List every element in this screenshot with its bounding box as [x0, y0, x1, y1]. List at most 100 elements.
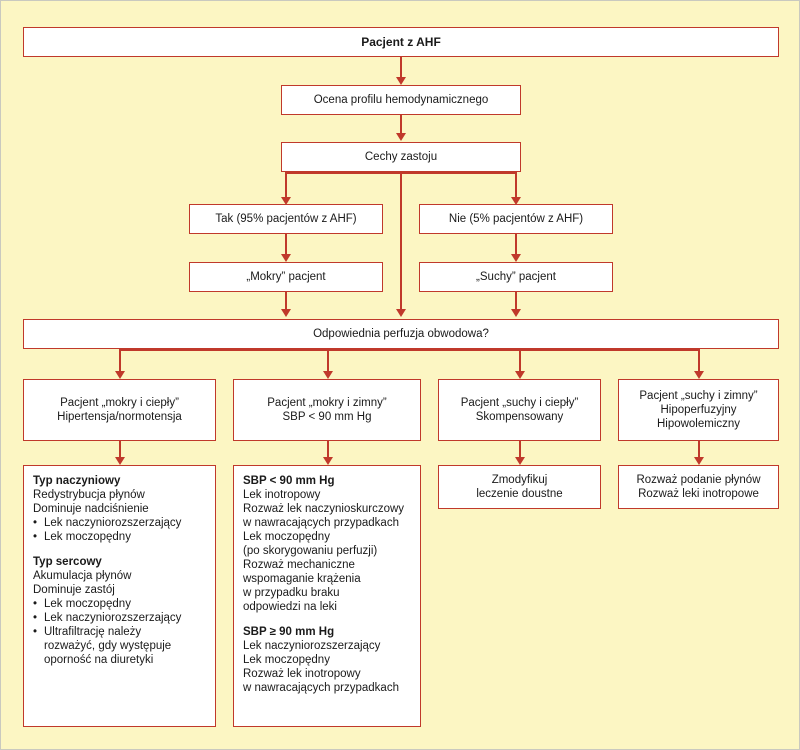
- treatment-sbp-high-line-4: w nawracających przypadkach: [243, 682, 399, 694]
- arrowhead-congestion-to-no: [511, 197, 521, 205]
- treatment-sbp-low-line-5: (po skorygowaniu perfuzji): [243, 545, 378, 557]
- node-treatment-wet-cold: SBP < 90 mm Hg Lek inotropowy Rozważ lek…: [233, 465, 421, 727]
- treatment-cardiac-bullet-2: Lek naczyniorozszerzający: [33, 611, 181, 625]
- treatment-vascular-heading: Typ naczyniowy: [33, 475, 121, 487]
- node-profile-wet-cold-line2: SBP < 90 mm Hg: [282, 411, 372, 423]
- node-profile-wet-cold-line1: Pacjent „mokry i zimny”: [267, 397, 387, 409]
- connector-congestion-to-no: [515, 172, 517, 199]
- connector-perfusion-to-profile-2: [327, 349, 329, 373]
- node-dry-patient: „Suchy” pacjent: [419, 262, 613, 292]
- treatment-sbp-high-line-3: Rozważ lek inotropowy: [243, 668, 361, 680]
- node-congestion-yes-label: Tak (95% pacjentów z AHF): [215, 213, 357, 225]
- treatment-vascular-line-1: Redystrybucja płynów: [33, 489, 145, 501]
- arrowhead-congestion-to-yes: [281, 197, 291, 205]
- treatment-cardiac-bullet-3-cont-2: oporność na diuretyki: [44, 654, 154, 666]
- connector-perfusion-bus: [119, 349, 699, 351]
- node-congestion-signs-label: Cechy zastoju: [364, 151, 438, 163]
- node-congestion-no-label: Nie (5% pacjentów z AHF): [448, 213, 584, 225]
- connector-profile-1-to-treatment: [119, 441, 121, 461]
- node-adequate-perfusion-label: Odpowiednia perfuzja obwodowa?: [313, 328, 489, 340]
- arrowhead-dry-to-perfusion: [511, 309, 521, 317]
- treatment-sbp-low-line-8: w przypadku braku: [243, 587, 340, 599]
- connector-wet-to-perfusion: [285, 292, 287, 313]
- connector-perfusion-to-profile-3: [519, 349, 521, 373]
- connector-congestion-to-perfusion: [400, 172, 402, 313]
- treatment-cardiac-line-1: Akumulacja płynów: [33, 570, 132, 582]
- node-profile-dry-cold-line3: Hipowolemiczny: [656, 418, 741, 430]
- connector-assessment-to-congestion: [400, 115, 402, 135]
- treatment-cardiac-bullet-3-cont-1: rozważyć, gdy występuje: [44, 640, 172, 652]
- node-treatment-dry-cold: Rozważ podanie płynów Rozważ leki inotro…: [618, 465, 779, 509]
- arrowhead-perfusion-to-profile-4: [694, 371, 704, 379]
- treatment-sbp-high-heading: SBP ≥ 90 mm Hg: [243, 626, 335, 638]
- node-congestion-yes: Tak (95% pacjentów z AHF): [189, 204, 383, 234]
- node-profile-wet-warm: Pacjent „mokry i ciepły” Hipertensja/nor…: [23, 379, 216, 441]
- node-patient-ahf: Pacjent z AHF: [23, 27, 779, 57]
- treatment-sbp-high-line-1: Lek naczyniorozszerzający: [243, 640, 381, 652]
- node-wet-patient: „Mokry” pacjent: [189, 262, 383, 292]
- connector-dry-to-perfusion: [515, 292, 517, 313]
- node-profile-wet-warm-line2: Hipertensja/normotensja: [57, 411, 182, 423]
- connector-congestion-to-yes: [285, 172, 287, 199]
- arrowhead-perfusion-to-profile-3: [515, 371, 525, 379]
- treatment-sbp-low-line-9: odpowiedzi na leki: [243, 601, 337, 613]
- treatment-vascular-bullet-2: Lek moczopędny: [33, 530, 131, 544]
- connector-patient-to-assessment: [400, 57, 402, 79]
- arrowhead-perfusion-to-profile-1: [115, 371, 125, 379]
- treatment-dry-warm-line-1: Zmodyfikuj: [491, 474, 548, 486]
- node-congestion-signs: Cechy zastoju: [281, 142, 521, 172]
- treatment-sbp-low-line-4: Lek moczopędny: [243, 531, 330, 543]
- arrowhead-patient-to-assessment: [396, 77, 406, 85]
- treatment-vascular-line-2: Dominuje nadciśnienie: [33, 503, 149, 515]
- node-profile-wet-cold: Pacjent „mokry i zimny” SBP < 90 mm Hg: [233, 379, 421, 441]
- treatment-dry-cold-line-2: Rozważ leki inotropowe: [638, 488, 759, 500]
- arrowhead-profile-2-to-treatment: [323, 457, 333, 465]
- treatment-cardiac-heading: Typ sercowy: [33, 556, 102, 568]
- node-adequate-perfusion: Odpowiednia perfuzja obwodowa?: [23, 319, 779, 349]
- arrowhead-wet-to-perfusion: [281, 309, 291, 317]
- node-profile-dry-warm-line2: Skompensowany: [475, 411, 564, 423]
- treatment-cardiac-bullet-1: Lek moczopędny: [33, 597, 131, 611]
- connector-profile-4-to-treatment: [698, 441, 700, 461]
- node-treatment-dry-warm: Zmodyfikuj leczenie doustne: [438, 465, 601, 509]
- arrowhead-profile-3-to-treatment: [515, 457, 525, 465]
- treatment-sbp-low-line-7: wspomaganie krążenia: [243, 573, 361, 585]
- arrowhead-perfusion-to-profile-2: [323, 371, 333, 379]
- node-wet-patient-label: „Mokry” pacjent: [246, 271, 326, 283]
- treatment-sbp-low-heading: SBP < 90 mm Hg: [243, 475, 335, 487]
- treatment-sbp-low-line-6: Rozważ mechaniczne: [243, 559, 355, 571]
- node-hemodynamic-assessment-label: Ocena profilu hemodynamicznego: [313, 94, 489, 106]
- arrowhead-congestion-to-perfusion: [396, 309, 406, 317]
- connector-no-to-dry: [515, 234, 517, 256]
- treatment-cardiac-bullet-3: Ultrafiltrację należy: [33, 625, 141, 639]
- treatment-sbp-high-line-2: Lek moczopędny: [243, 654, 330, 666]
- connector-yes-to-wet: [285, 234, 287, 256]
- node-profile-dry-cold-line1: Pacjent „suchy i zimny”: [639, 390, 758, 402]
- node-profile-dry-cold: Pacjent „suchy i zimny” Hipoperfuzyjny H…: [618, 379, 779, 441]
- treatment-sbp-low-line-1: Lek inotropowy: [243, 489, 321, 501]
- arrowhead-profile-1-to-treatment: [115, 457, 125, 465]
- node-treatment-wet-warm: Typ naczyniowy Redystrybucja płynów Domi…: [23, 465, 216, 727]
- node-hemodynamic-assessment: Ocena profilu hemodynamicznego: [281, 85, 521, 115]
- arrowhead-yes-to-wet: [281, 254, 291, 262]
- node-patient-ahf-label: Pacjent z AHF: [361, 35, 441, 49]
- arrowhead-assessment-to-congestion: [396, 133, 406, 141]
- arrowhead-no-to-dry: [511, 254, 521, 262]
- node-congestion-no: Nie (5% pacjentów z AHF): [419, 204, 613, 234]
- node-profile-dry-warm-line1: Pacjent „suchy i ciepły”: [460, 397, 579, 409]
- treatment-dry-cold-line-1: Rozważ podanie płynów: [636, 474, 761, 486]
- treatment-cardiac-line-2: Dominuje zastój: [33, 584, 115, 596]
- treatment-dry-warm-line-2: leczenie doustne: [476, 488, 563, 500]
- node-dry-patient-label: „Suchy” pacjent: [476, 271, 556, 283]
- treatment-sbp-low-line-2: Rozważ lek naczynioskurczowy: [243, 503, 405, 515]
- node-profile-dry-cold-line2: Hipoperfuzyjny: [660, 404, 737, 416]
- connector-perfusion-to-profile-4: [698, 349, 700, 373]
- arrowhead-profile-4-to-treatment: [694, 457, 704, 465]
- connector-perfusion-to-profile-1: [119, 349, 121, 373]
- treatment-vascular-bullet-1: Lek naczyniorozszerzający: [33, 516, 181, 530]
- node-profile-dry-warm: Pacjent „suchy i ciepły” Skompensowany: [438, 379, 601, 441]
- connector-profile-3-to-treatment: [519, 441, 521, 461]
- treatment-sbp-low-line-3: w nawracających przypadkach: [243, 517, 399, 529]
- connector-profile-2-to-treatment: [327, 441, 329, 461]
